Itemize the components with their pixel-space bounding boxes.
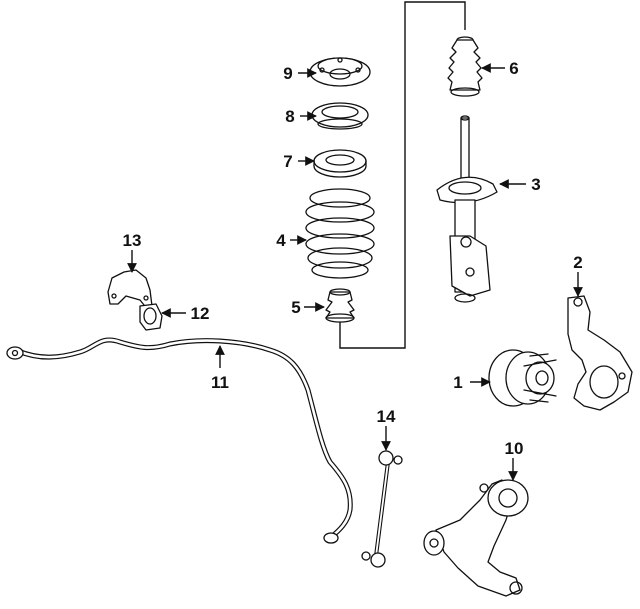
stabilizer-bushing-part [139, 303, 163, 331]
callout-8: 8 [285, 107, 294, 126]
callout-11: 11 [211, 373, 229, 392]
dust-boot-part [447, 36, 483, 97]
callout-14: 14 [377, 407, 396, 426]
bump-stop-part [325, 288, 355, 323]
callout-2: 2 [573, 253, 582, 272]
callout-13: 13 [123, 231, 142, 250]
callout-6: 6 [509, 59, 518, 78]
callout-10: 10 [505, 439, 524, 458]
callout-5: 5 [291, 298, 300, 317]
callout-3: 3 [531, 175, 540, 194]
callout-9: 9 [283, 64, 292, 83]
stabilizer-bracket-part [107, 269, 153, 311]
strut-mount-part [309, 57, 371, 87]
upper-spring-seat-part [311, 102, 369, 130]
wheel-hub-part [488, 349, 557, 407]
lower-control-arm-part [423, 479, 529, 597]
callout-1: 1 [453, 373, 462, 392]
strut-bearing-part [313, 149, 367, 178]
stabilizer-link-part [361, 450, 403, 568]
steering-knuckle-part [567, 295, 633, 411]
callout-4: 4 [276, 231, 286, 250]
callout-7: 7 [283, 152, 292, 171]
callout-12: 12 [191, 304, 210, 323]
callout-labels: 1 2 3 4 5 6 7 8 9 10 11 12 13 14 [123, 59, 583, 458]
coil-spring-part [305, 188, 375, 279]
leader-lines [127, 63, 583, 481]
strut-assembly-bracket [339, 1, 466, 349]
stabilizer-bar-part [6, 337, 353, 544]
strut-part [436, 115, 498, 303]
